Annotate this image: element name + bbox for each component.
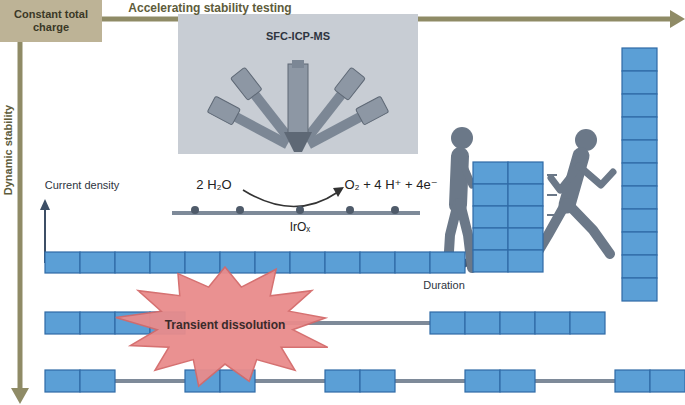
person-limb (567, 203, 610, 254)
charge-block (185, 252, 220, 273)
charge-block (395, 252, 430, 273)
charge-block (115, 252, 150, 273)
catalyst-label: IrOₓ (290, 221, 311, 235)
reaction-term: 2 H₂O (196, 178, 231, 193)
charge-block (325, 252, 360, 273)
top-arrow-head (670, 10, 685, 28)
charge-block (150, 252, 185, 273)
instrument-arm-head (231, 67, 262, 100)
charge-block (622, 140, 657, 163)
y-axis-head (40, 199, 50, 210)
charge-block (80, 252, 115, 273)
charge-block (430, 252, 465, 273)
charge-block (500, 370, 535, 392)
charge-block (255, 252, 290, 273)
charge-block (465, 370, 500, 392)
charge-block (622, 278, 657, 301)
charge-block (622, 117, 657, 140)
burst-polygon (116, 267, 328, 386)
instrument-tip (284, 132, 312, 152)
motion-line (547, 194, 557, 196)
reaction-arrow (243, 190, 338, 207)
catalyst-particle (236, 206, 244, 214)
catalyst-particle (346, 206, 354, 214)
charge-block (622, 163, 657, 186)
charge-block (473, 184, 508, 206)
charge-block (650, 370, 685, 392)
charge-block (615, 370, 650, 392)
charge-block (45, 312, 80, 334)
catalyst-particle (391, 206, 399, 214)
instrument-column-cap (292, 60, 304, 68)
catalyst-particle (191, 206, 199, 214)
charge-block (622, 71, 657, 94)
charge-block (570, 312, 605, 334)
charge-block (508, 206, 543, 228)
charge-block (500, 312, 535, 334)
dissolution-burst: Transient dissolution (115, 262, 335, 388)
walker-head (451, 127, 473, 149)
charge-block (290, 252, 325, 273)
charge-block (80, 370, 115, 392)
charge-block (622, 186, 657, 209)
charge-block (473, 228, 508, 250)
charge-block (622, 48, 657, 71)
charge-block (622, 232, 657, 255)
reaction-term: O₂ + 4 H⁺ + 4e⁻ (344, 178, 437, 193)
charge-block (508, 250, 543, 272)
charge-block (473, 250, 508, 272)
catalyst-particle (296, 206, 304, 214)
motion-line (547, 174, 557, 176)
instrument-arm-head (356, 96, 389, 125)
node-text: Constant total charge (6, 8, 96, 34)
charge-block (508, 162, 543, 184)
side-arrow-head (11, 388, 29, 404)
charge-block (325, 370, 360, 392)
charge-block (508, 228, 543, 250)
node-text: Transient dissolution (165, 318, 286, 332)
reaction-arrow-head (333, 187, 344, 197)
charge-block (473, 162, 508, 184)
person-limb (551, 166, 579, 190)
axis-title: Accelerating stability testing (128, 2, 291, 16)
charge-block (622, 255, 657, 278)
axis-label: Current density (45, 179, 120, 192)
charge-block (360, 370, 395, 392)
side-arrow-shaft (18, 42, 23, 390)
charge-block (45, 252, 80, 273)
node-text: SFC-ICP-MS (266, 30, 330, 43)
axis-label: Duration (423, 279, 465, 292)
electrode-line (172, 211, 420, 215)
charge-block (45, 370, 80, 392)
charge-block (622, 94, 657, 117)
instrument-panel: SFC-ICP-MS (178, 14, 418, 154)
instrument-arm-head (334, 67, 365, 100)
runner-head (575, 129, 597, 151)
instrument-arm-head (207, 96, 240, 125)
charge-block (473, 206, 508, 228)
axis-title: Dynamic stability (2, 105, 15, 195)
charge-block (622, 209, 657, 232)
charge-block (535, 312, 570, 334)
protocol-box: Constant total charge (0, 0, 102, 42)
charge-block (465, 312, 500, 334)
charge-block (430, 312, 465, 334)
instrument-column (288, 64, 308, 134)
charge-block (508, 184, 543, 206)
charge-block (360, 252, 395, 273)
person-limb (579, 166, 613, 185)
motion-line (547, 214, 557, 216)
charge-block (80, 312, 115, 334)
instrument-arm (306, 112, 364, 149)
